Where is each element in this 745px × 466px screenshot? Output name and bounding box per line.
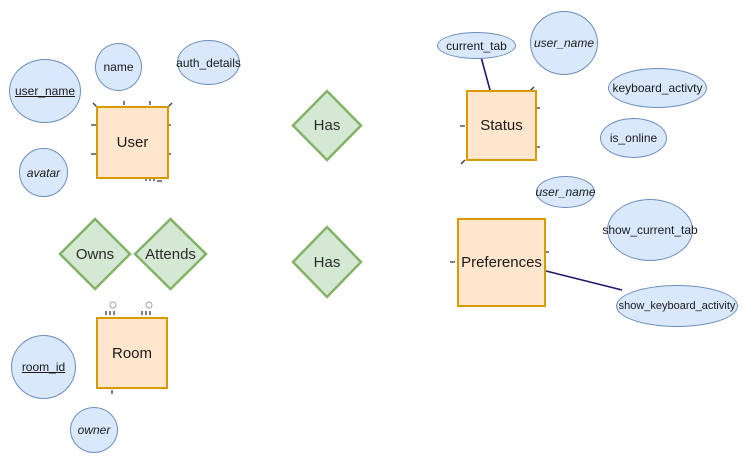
attribute-current-tab[interactable]: current_tab: [437, 32, 516, 59]
attribute-label: auth_details: [176, 55, 241, 70]
attribute-auth-details[interactable]: auth_details: [176, 40, 241, 85]
attribute-label: show_keyboard_activity: [618, 300, 736, 312]
attribute-label: is_online: [609, 131, 658, 145]
entity-preferences-label: Preferences: [461, 254, 542, 271]
entity-room-label: Room: [111, 344, 152, 362]
attribute-label: avatar: [26, 165, 61, 180]
attribute-user-name-user[interactable]: user_name: [9, 59, 81, 123]
attribute-user-name-status[interactable]: user_name: [530, 11, 598, 75]
relationship-has-top-label: Has: [313, 117, 341, 134]
diamond-shape: [58, 217, 132, 291]
attribute-owner[interactable]: owner: [70, 407, 118, 453]
attribute-label: owner: [77, 423, 111, 437]
attribute-avatar[interactable]: avatar: [19, 148, 68, 197]
attribute-label: show_current_tab: [602, 223, 698, 237]
relationship-attends[interactable]: Attends: [133, 217, 208, 291]
attribute-show-keyboard-activity[interactable]: show_keyboard_activity: [616, 285, 738, 327]
edge-endpoint-dot: [145, 301, 153, 309]
relationship-has-bottom[interactable]: Has: [291, 225, 363, 299]
attribute-label: room_id: [21, 360, 66, 374]
attribute-keyboard-activty[interactable]: keyboard_activty: [608, 68, 707, 108]
relationship-has-bottom-label: Has: [313, 253, 341, 271]
entity-status-label: Status: [480, 117, 523, 134]
relationship-owns-label: Owns: [75, 245, 115, 263]
attribute-label: user_name: [535, 185, 596, 199]
diamond-shape: [133, 217, 208, 291]
attribute-label: user_name: [533, 36, 595, 50]
edge-preferences-to-show-keyboard-activity[interactable]: [545, 270, 623, 291]
attribute-label: keyboard_activty: [612, 81, 703, 95]
attribute-room-id[interactable]: room_id: [11, 335, 76, 399]
entity-user[interactable]: User: [96, 106, 169, 179]
diamond-shape: [291, 89, 363, 162]
edge-current-tab-to-status[interactable]: [480, 56, 491, 91]
attribute-label: user_name: [14, 84, 76, 98]
relationship-has-top[interactable]: Has: [291, 89, 363, 162]
attribute-label: name: [103, 60, 134, 74]
entity-user-label: User: [116, 134, 149, 151]
entity-preferences[interactable]: Preferences: [457, 218, 546, 307]
diamond-shape: [291, 225, 363, 299]
entity-room[interactable]: Room: [96, 317, 168, 389]
edge-endpoint-dot: [109, 301, 117, 309]
attribute-user-name-preferences[interactable]: user_name: [535, 176, 596, 208]
relationship-owns[interactable]: Owns: [58, 217, 132, 291]
edge-endpoint-dots[interactable]: [109, 301, 153, 309]
attribute-is-online[interactable]: is_online: [600, 118, 667, 158]
attribute-name[interactable]: name: [95, 43, 142, 91]
attribute-show-current-tab[interactable]: show_current_tab: [602, 199, 698, 261]
attribute-label: current_tab: [446, 38, 507, 53]
relationship-attends-label: Attends: [145, 245, 196, 263]
entity-status[interactable]: Status: [466, 90, 537, 161]
